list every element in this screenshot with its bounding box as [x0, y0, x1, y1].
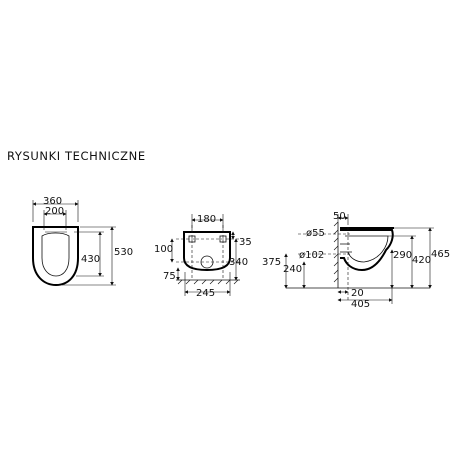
dim-o102: ø102: [299, 250, 324, 261]
dim-465: 465: [431, 249, 450, 260]
page-heading: RYSUNKI TECHNICZNE: [7, 149, 146, 163]
dim-200: 200: [45, 206, 64, 217]
dim-375: 375: [262, 257, 281, 268]
side-view-drawing: [284, 214, 434, 304]
dim-245: 245: [196, 288, 215, 299]
dim-20: 20: [351, 288, 364, 299]
dim-35: 35: [239, 237, 252, 248]
dim-530: 530: [114, 247, 133, 258]
dim-430: 430: [81, 254, 100, 265]
dim-340: 340: [229, 257, 248, 268]
dim-o55: ø55: [306, 228, 325, 239]
dim-290: 290: [393, 250, 412, 261]
rear-view-drawing: [170, 214, 240, 296]
dim-240: 240: [283, 264, 302, 275]
top-view-drawing: [32, 200, 116, 287]
dim-75: 75: [163, 271, 176, 282]
dim-50: 50: [333, 211, 346, 222]
dim-420: 420: [412, 255, 431, 266]
dim-180: 180: [197, 214, 216, 225]
dim-360: 360: [43, 196, 62, 207]
dim-100: 100: [154, 244, 173, 255]
dim-405: 405: [351, 299, 370, 310]
